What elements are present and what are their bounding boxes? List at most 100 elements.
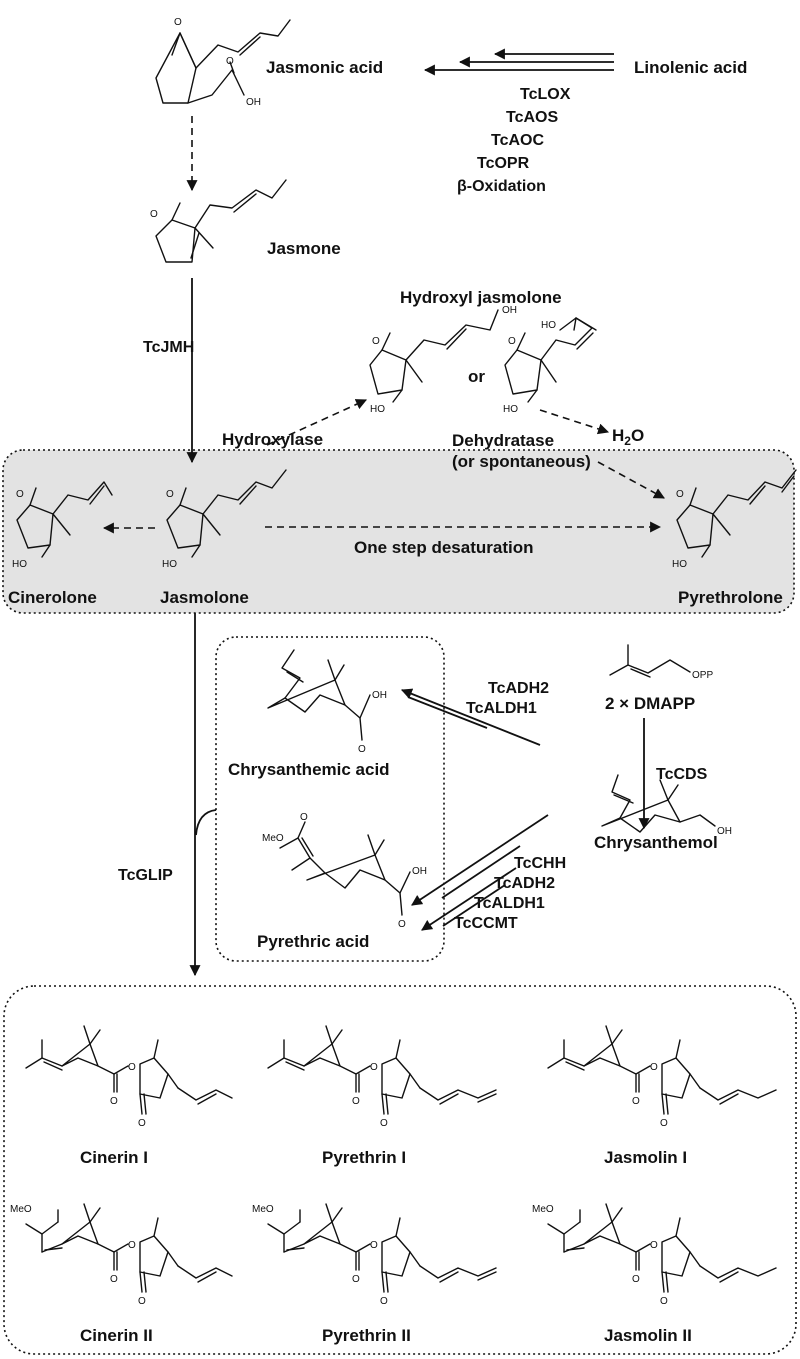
bond (167, 1073, 179, 1089)
bond (153, 1217, 159, 1237)
hydroxyl-jasmolone-structure-a (369, 309, 499, 403)
bond (285, 1061, 305, 1071)
bond (267, 1223, 285, 1235)
bond (143, 1271, 147, 1293)
bond (611, 1029, 623, 1045)
ester-structure-1: OOO (25, 1025, 233, 1129)
atom-o: O (300, 812, 308, 823)
bond (563, 1057, 585, 1067)
enzyme-tcglip: TcGLIP (118, 867, 173, 884)
atom-o: O (110, 1096, 118, 1107)
jasmolin-1-label: Jasmolin I (604, 1148, 687, 1167)
bond (41, 1243, 63, 1253)
atom-ho: HO (672, 559, 687, 570)
bond (89, 1207, 101, 1223)
linolenic-acid-label: Linolenic acid (634, 58, 747, 77)
atom-ho: HO (370, 404, 385, 415)
atom-o: O (660, 1296, 668, 1307)
bond (409, 1251, 421, 1267)
bond (61, 1221, 99, 1245)
bond (439, 1271, 459, 1283)
bond (719, 1093, 739, 1105)
dmapp-label: 2 × DMAPP (605, 694, 695, 713)
atom-o: O (398, 919, 406, 930)
or-label: or (468, 367, 485, 386)
atom-o: O (508, 336, 516, 347)
enzyme-tcaoc: TcAOC (491, 132, 544, 149)
bond (665, 1093, 669, 1115)
atom-oh: OH (412, 866, 427, 877)
bond (41, 1057, 63, 1067)
atom-o: O (174, 17, 182, 28)
bond (153, 1039, 159, 1059)
bond (689, 1251, 701, 1267)
atom-o: O (138, 1296, 146, 1307)
pyrethric-acid-label: Pyrethric acid (257, 932, 369, 951)
cinerin-2-label: Cinerin II (80, 1326, 153, 1345)
bond (283, 1057, 305, 1067)
bond (25, 1039, 43, 1069)
atom-o: O (632, 1096, 640, 1107)
bond (83, 1203, 91, 1223)
atom-ho: HO (541, 320, 556, 331)
enzyme-tcchh: TcCHH (514, 855, 566, 872)
bond (395, 1039, 401, 1059)
atom-o: O (676, 489, 684, 500)
bond (339, 1065, 371, 1075)
bond (331, 1207, 343, 1223)
atom-oh: OH (372, 690, 387, 701)
bond (611, 1207, 623, 1223)
atom-oh: OH (502, 305, 517, 316)
acid-moiety-box (215, 636, 445, 962)
bond (395, 1217, 401, 1237)
atom-o: O (150, 209, 158, 220)
jasmolone-label: Jasmolone (160, 588, 249, 607)
bond (385, 1093, 389, 1115)
bond (477, 1093, 497, 1103)
bond (661, 1271, 665, 1293)
dmapp-structure (609, 644, 691, 678)
bond (331, 1029, 343, 1045)
dehydratase-label: Dehydratase (452, 431, 554, 450)
bond (167, 1251, 179, 1267)
ester-structure-2: OOO (267, 1025, 497, 1129)
bond (381, 1057, 411, 1099)
atom-o: O (650, 1240, 658, 1251)
bond (419, 1087, 497, 1101)
jasmolone-highlight-box (2, 449, 795, 614)
enzyme-tcadh2-a: TcADH2 (488, 680, 549, 697)
pyrethric-acid-arrows (411, 814, 549, 931)
enzyme-tcaldh1-b: TcALDH1 (474, 895, 545, 912)
bond (25, 1223, 43, 1235)
bond (177, 1265, 233, 1279)
bond (61, 1043, 99, 1067)
bond (283, 1221, 301, 1253)
jasmonic-acid-label: Jasmonic acid (266, 58, 383, 77)
chrysanthemic-acid-structure (267, 649, 371, 741)
bond (139, 1093, 143, 1115)
bond (565, 1061, 585, 1071)
enzyme-tcopr: TcOPR (477, 155, 530, 172)
jasmolone-structure (166, 469, 287, 558)
atom-meo: MeO (532, 1204, 554, 1215)
hydroxyl-jasmolone-structure-b (504, 317, 597, 403)
arrow-to-chrysanthemic-acid (400, 688, 541, 746)
bond (83, 1025, 91, 1045)
ester-structure-3: OOO (547, 1025, 777, 1129)
bond (583, 1043, 621, 1067)
acid-merge-curve (195, 809, 217, 836)
atom-meo: MeO (252, 1204, 274, 1215)
arrow-to-chrysanthemic-acid-2 (407, 696, 488, 729)
bond (197, 1093, 217, 1105)
enzyme-tcjmh: TcJMH (143, 339, 194, 356)
bond (665, 1271, 669, 1293)
atom-o: O (380, 1118, 388, 1129)
bond (283, 1243, 305, 1253)
arrow-dehydratase (597, 461, 665, 499)
bond (139, 1057, 169, 1099)
chrysanthemol-structure (601, 774, 716, 833)
bond (547, 1039, 565, 1069)
atom-oh: OH (717, 826, 732, 837)
